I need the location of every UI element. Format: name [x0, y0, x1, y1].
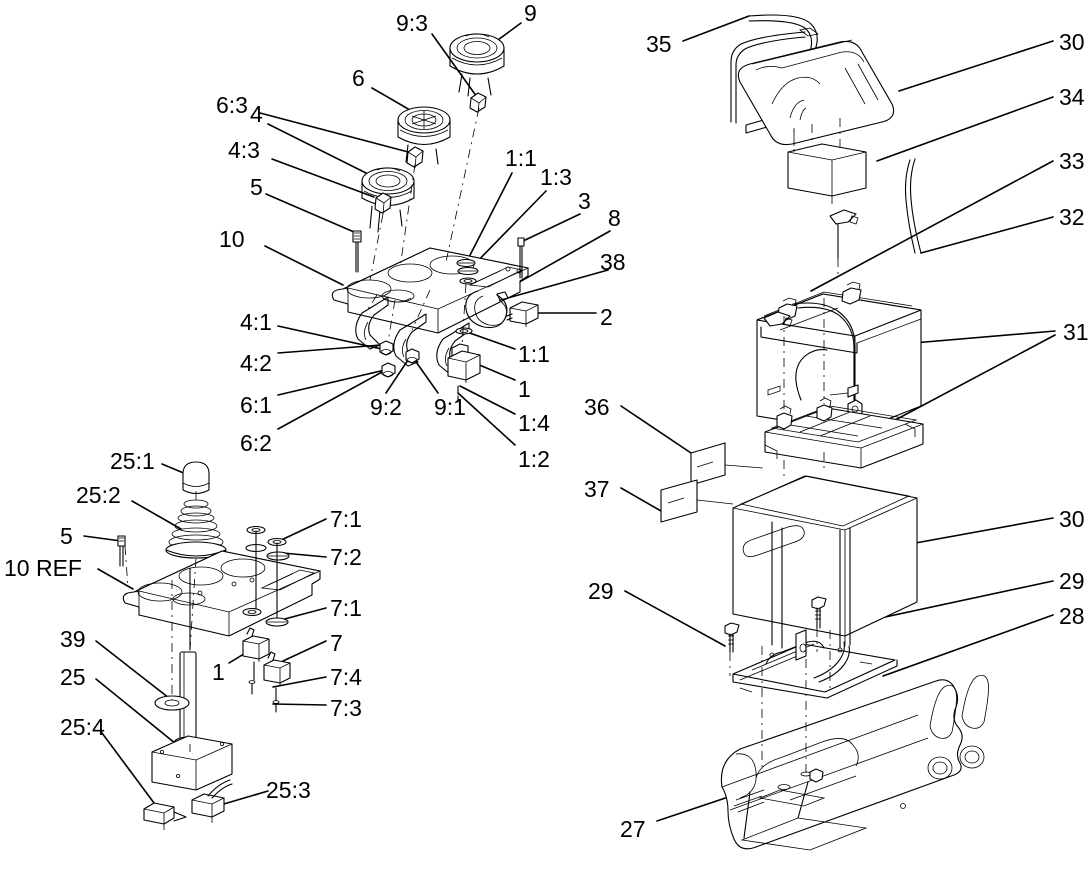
switch-25-4: [143, 802, 187, 830]
gauge-6: [397, 106, 451, 167]
console-panel-upper-assembly: [331, 33, 539, 403]
hardware-stack-plate: [456, 258, 479, 285]
callout-1-joystick: 1: [212, 659, 225, 685]
hold-down-34: [787, 118, 867, 204]
callout-39: 39: [60, 626, 86, 652]
callout-34: 34: [1059, 84, 1085, 110]
nut-9-2: [405, 348, 420, 364]
callout-35: 35: [646, 31, 672, 57]
callout-4-1: 4:1: [240, 309, 272, 335]
tray-bracket-28: [732, 629, 898, 699]
callout-5-top: 5: [250, 174, 263, 200]
callout-4-3: 4:3: [228, 137, 260, 163]
callout-4: 4: [250, 101, 263, 127]
callout-6: 6: [352, 65, 365, 91]
callout-37: 37: [584, 476, 610, 502]
callout-1-4: 1:4: [518, 410, 550, 436]
switch-1: [447, 327, 481, 403]
switch-25-3: [191, 779, 233, 823]
nut-4-2: [379, 340, 394, 356]
joystick-lower-assembly: [117, 461, 322, 830]
callout-4-2: 4:2: [240, 350, 272, 376]
callout-28: 28: [1059, 603, 1085, 629]
hold-down-rod-33: [829, 209, 859, 278]
decal-36: [690, 442, 764, 486]
callout-1-3: 1:3: [540, 164, 572, 190]
callout-36: 36: [584, 394, 610, 420]
hardware-column-7: [242, 525, 291, 713]
callout-7-1-lower: 7:1: [330, 595, 362, 621]
callout-1-1-lower: 1:1: [518, 341, 550, 367]
frame-rail-27: [720, 674, 989, 851]
screw-5-bottom: [117, 535, 126, 567]
bracket-4-1: [355, 296, 389, 350]
callout-7: 7: [330, 630, 343, 656]
knob-25-1: [182, 461, 210, 495]
callout-7-1-upper: 7:1: [330, 506, 362, 532]
battery-box-30: [732, 475, 918, 646]
callout-6-1: 6:1: [240, 392, 272, 418]
callout-30-bottom: 30: [1059, 506, 1085, 532]
callout-25-4: 25:4: [60, 714, 105, 740]
callout-9-2: 9:2: [370, 394, 402, 420]
callout-29-left: 29: [588, 578, 614, 604]
callout-2: 2: [600, 304, 613, 330]
callout-9: 9: [524, 0, 537, 26]
battery-tray-frame-assembly: [660, 442, 989, 851]
battery-cover-30-top: [737, 39, 895, 146]
nut-9-3: [469, 92, 487, 114]
bolt-29-left: [724, 622, 740, 653]
boot-25-2: [165, 499, 227, 559]
callout-7-4: 7:4: [330, 664, 362, 690]
bolt-3: [517, 237, 525, 279]
battery-assembly: [730, 14, 924, 469]
battery-tray-31: [764, 397, 924, 469]
callout-10-top: 10: [219, 226, 245, 252]
callout-5-bottom: 5: [60, 523, 73, 549]
callout-7-3: 7:3: [330, 695, 362, 721]
clamp-38: [465, 290, 509, 329]
callout-9-1: 9:1: [434, 394, 466, 420]
callout-27: 27: [620, 816, 646, 842]
callout-6-2: 6:2: [240, 430, 272, 456]
relay-2: [506, 301, 539, 327]
nut-4-3: [374, 192, 392, 215]
nut-6-2: [381, 362, 396, 378]
callout-25: 25: [60, 664, 86, 690]
callout-30-top: 30: [1059, 29, 1085, 55]
callout-29-right: 29: [1059, 568, 1085, 594]
cable-32: [904, 158, 922, 254]
screw-5-top: [352, 230, 362, 273]
washer-39: [154, 695, 190, 711]
callout-1-2: 1:2: [518, 446, 550, 472]
callout-9-3: 9:3: [396, 10, 428, 36]
callout-10-ref: 10 REF: [4, 555, 82, 581]
console-plate-10-ref: [122, 550, 322, 637]
joystick-base-25: [151, 735, 233, 791]
callout-1: 1: [518, 376, 531, 402]
callout-33: 33: [1059, 148, 1085, 174]
callout-32: 32: [1059, 204, 1085, 230]
nut-6-3: [406, 146, 424, 169]
bolt-29-right: [811, 596, 827, 629]
callout-3: 3: [578, 188, 591, 214]
callout-38: 38: [600, 249, 626, 275]
callout-8: 8: [608, 205, 621, 231]
battery-31: [756, 281, 922, 442]
decal-37: [660, 479, 734, 523]
callout-25-1: 25:1: [110, 448, 155, 474]
callout-6-3: 6:3: [216, 92, 248, 118]
callout-7-2: 7:2: [330, 544, 362, 570]
callout-25-2: 25:2: [76, 482, 121, 508]
callout-31: 31: [1063, 319, 1089, 345]
callout-25-3: 25:3: [266, 777, 311, 803]
gauge-9: [449, 33, 505, 97]
callout-1-1-upper: 1:1: [505, 145, 537, 171]
